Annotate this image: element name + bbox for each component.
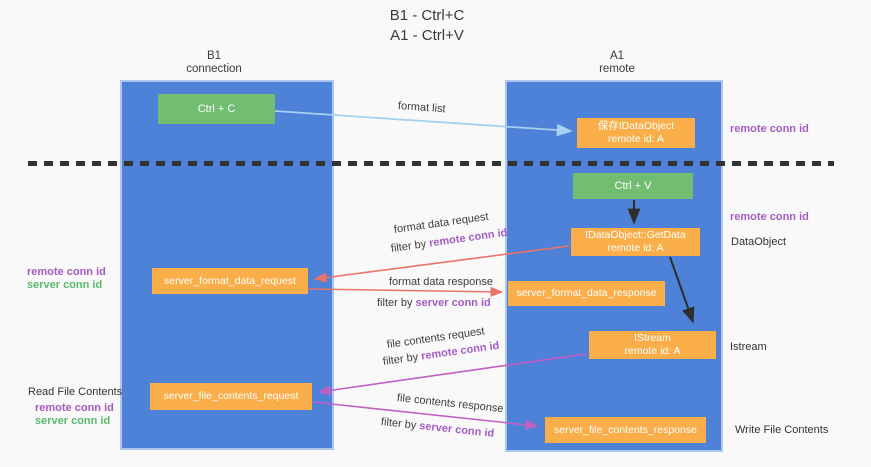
node-ctrl-v: Ctrl + V [573, 173, 693, 199]
side-remote-conn-id-left-2: remote conn id [35, 402, 114, 414]
side-remote-conn-id-2: remote conn id [730, 211, 809, 223]
side-dataobject: DataObject [731, 236, 787, 248]
side-remote-conn-id-top: remote conn id [730, 123, 809, 135]
server-conn-id-text: server conn id [418, 420, 495, 440]
remote-conn-id-text: remote conn id [428, 226, 509, 250]
lane-b1-role: connection [186, 63, 242, 75]
node-idataobject-getdata: IDataObject::GetData remote id: A [571, 228, 700, 256]
filter-by-text: filter by [380, 416, 417, 432]
ctrl-v-label: Ctrl + V [614, 180, 652, 192]
side-read-file-contents: Read File Contents [28, 386, 123, 398]
istream-line2: remote id: A [624, 345, 681, 357]
filter-by-text: filter by [382, 351, 419, 368]
label-format-data-response: format data response [389, 276, 493, 288]
side-remote-conn-id-left-1: remote conn id [27, 266, 106, 278]
getdata-line1: IDataObject::GetData [585, 229, 686, 241]
server-format-data-request-label: server_format_data_request [164, 274, 296, 287]
node-server-file-contents-response: server_file_contents_response [545, 417, 706, 443]
lane-b1-name: B1 [206, 50, 222, 62]
lane-a1-role: remote [599, 63, 635, 75]
server-file-contents-request-label: server_file_contents_request [163, 390, 299, 402]
node-server-file-contents-request: server_file_contents_request [150, 383, 312, 410]
lane-a1-name: A1 [609, 50, 625, 62]
server-conn-id-text: server conn id [415, 297, 491, 309]
title-line-2: A1 - Ctrl+V [390, 27, 464, 44]
arrow-format-data-response [308, 286, 504, 297]
getdata-line2: remote id: A [607, 242, 664, 254]
side-server-conn-id-left-2: server conn id [35, 415, 111, 427]
lane-header-b1: B1 connection [144, 50, 284, 76]
label-format-list: format list [397, 100, 446, 116]
node-ctrl-c: Ctrl + C [158, 94, 275, 124]
save-dataobject-line1: 保存IDataObject [597, 120, 675, 132]
label-filter-by-server-conn-id-1: filter by server conn id [377, 297, 491, 309]
filter-by-text: filter by [377, 297, 413, 309]
server-file-contents-response-label: server_file_contents_response [553, 423, 697, 436]
label-file-contents-response: file contents response [396, 392, 505, 416]
node-save-dataobject: 保存IDataObject remote id: A [577, 118, 695, 148]
filter-by-text: filter by [390, 238, 427, 255]
ctrl-c-label: Ctrl + C [197, 103, 236, 115]
title-line-1: B1 - Ctrl+C [389, 7, 465, 24]
label-filter-by-server-conn-id-2: filter by server conn id [380, 416, 494, 440]
server-format-data-response-label: server_format_data_response [516, 287, 657, 299]
side-server-conn-id-left-1: server conn id [27, 279, 103, 291]
diagram-title: B1 - Ctrl+C A1 - Ctrl+V [307, 6, 547, 46]
side-istream: Istream [730, 341, 767, 353]
dashed-divider-line [28, 161, 834, 166]
istream-line1: IStream [634, 332, 671, 344]
node-server-format-data-request: server_format_data_request [152, 268, 308, 294]
node-server-format-data-response: server_format_data_response [508, 281, 665, 306]
side-write-file-contents: Write File Contents [735, 424, 829, 436]
save-dataobject-line2: remote id: A [607, 133, 665, 145]
lane-header-a1: A1 remote [547, 50, 687, 76]
node-istream: IStream remote id: A [589, 331, 716, 359]
